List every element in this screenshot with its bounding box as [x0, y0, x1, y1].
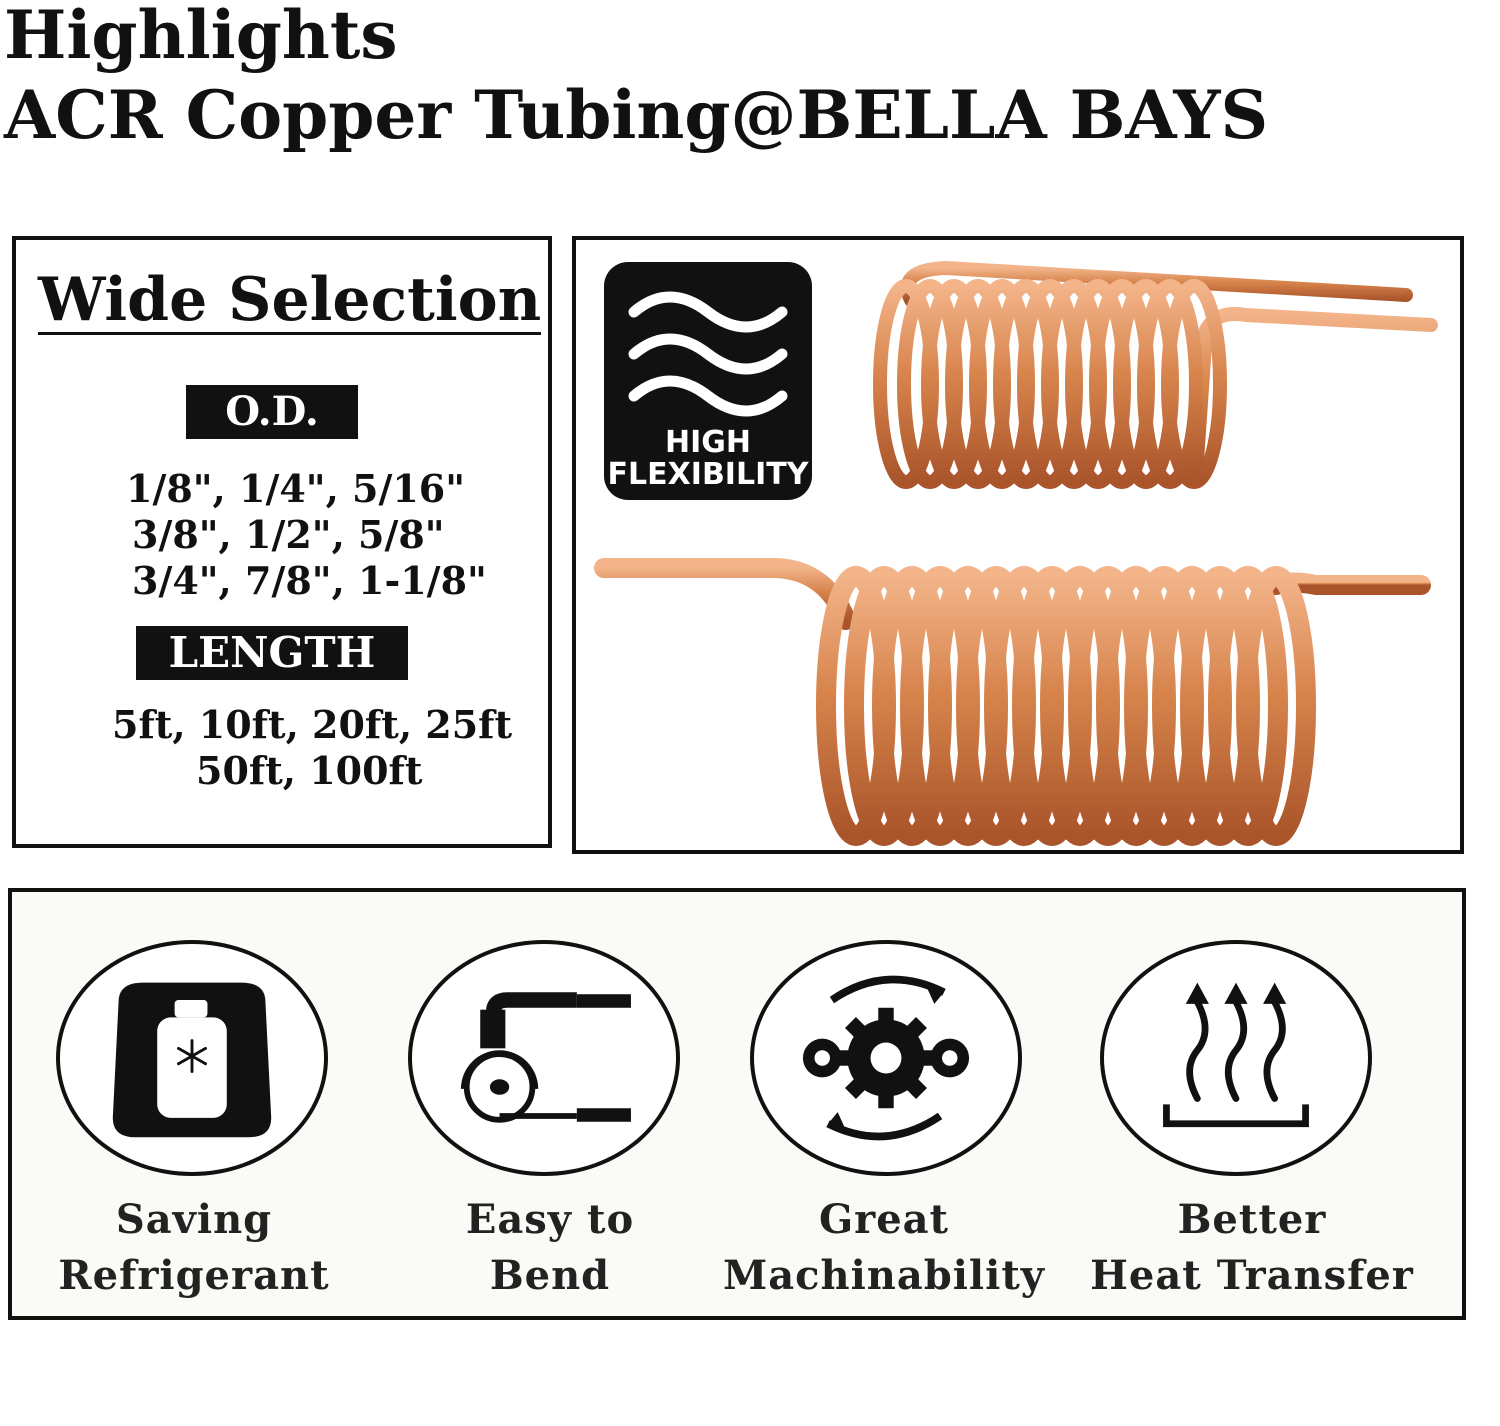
feature-label-line2: Bend	[489, 1252, 611, 1299]
feature-label-line1: Saving	[115, 1196, 273, 1243]
high-flexibility-badge: HIGH FLEXIBILITY	[604, 262, 812, 500]
feature-label-line2: Machinability	[722, 1252, 1046, 1299]
length-label: LENGTH	[136, 626, 408, 680]
od-label: O.D.	[186, 385, 358, 439]
product-image-panel: HIGH FLEXIBILITY	[572, 236, 1464, 854]
wide-selection-title: Wide Selection	[38, 265, 542, 335]
od-sizes-line: 1/8", 1/4", 5/16"	[126, 466, 466, 511]
coil-ring	[1161, 279, 1227, 489]
badge-text-flexibility: FLEXIBILITY	[608, 457, 810, 492]
wide-selection-panel: Wide Selection O.D. 1/8", 1/4", 5/16" 3/…	[12, 236, 552, 848]
coil-ring	[1137, 279, 1203, 489]
heat-rising-icon	[1163, 982, 1309, 1128]
length-options-line: 50ft, 100ft	[196, 748, 423, 793]
page-subtitle: ACR Copper Tubing@BELLA BAYS	[4, 76, 1269, 154]
coil-ring	[1208, 566, 1288, 846]
od-sizes-line: 3/4", 7/8", 1-1/8"	[132, 558, 487, 603]
small-coil	[873, 260, 1438, 489]
feature-label-line2: Refrigerant	[58, 1252, 330, 1299]
od-sizes-line: 3/8", 1/2", 5/8"	[132, 512, 445, 557]
page-title: Highlights	[4, 0, 398, 74]
large-coil	[594, 558, 1431, 846]
features-panel: Saving Refrigerant Easy to Bend	[8, 888, 1466, 1320]
tube-bender-icon	[460, 992, 631, 1123]
feature-label-line1: Better	[1177, 1196, 1327, 1243]
coil-ring	[1236, 566, 1316, 846]
gears-cycle-icon	[802, 975, 970, 1141]
feature-label-line1: Great	[818, 1196, 950, 1243]
feature-label-line2: Heat Transfer	[1090, 1252, 1414, 1299]
waves-icon	[628, 291, 788, 417]
copper-coil-illustration	[594, 260, 1438, 846]
length-options-line: 5ft, 10ft, 20ft, 25ft	[112, 702, 513, 747]
refrigerant-tank-icon	[112, 982, 272, 1138]
feature-label-line1: Easy to	[465, 1196, 635, 1243]
badge-text-high: HIGH	[665, 425, 751, 460]
